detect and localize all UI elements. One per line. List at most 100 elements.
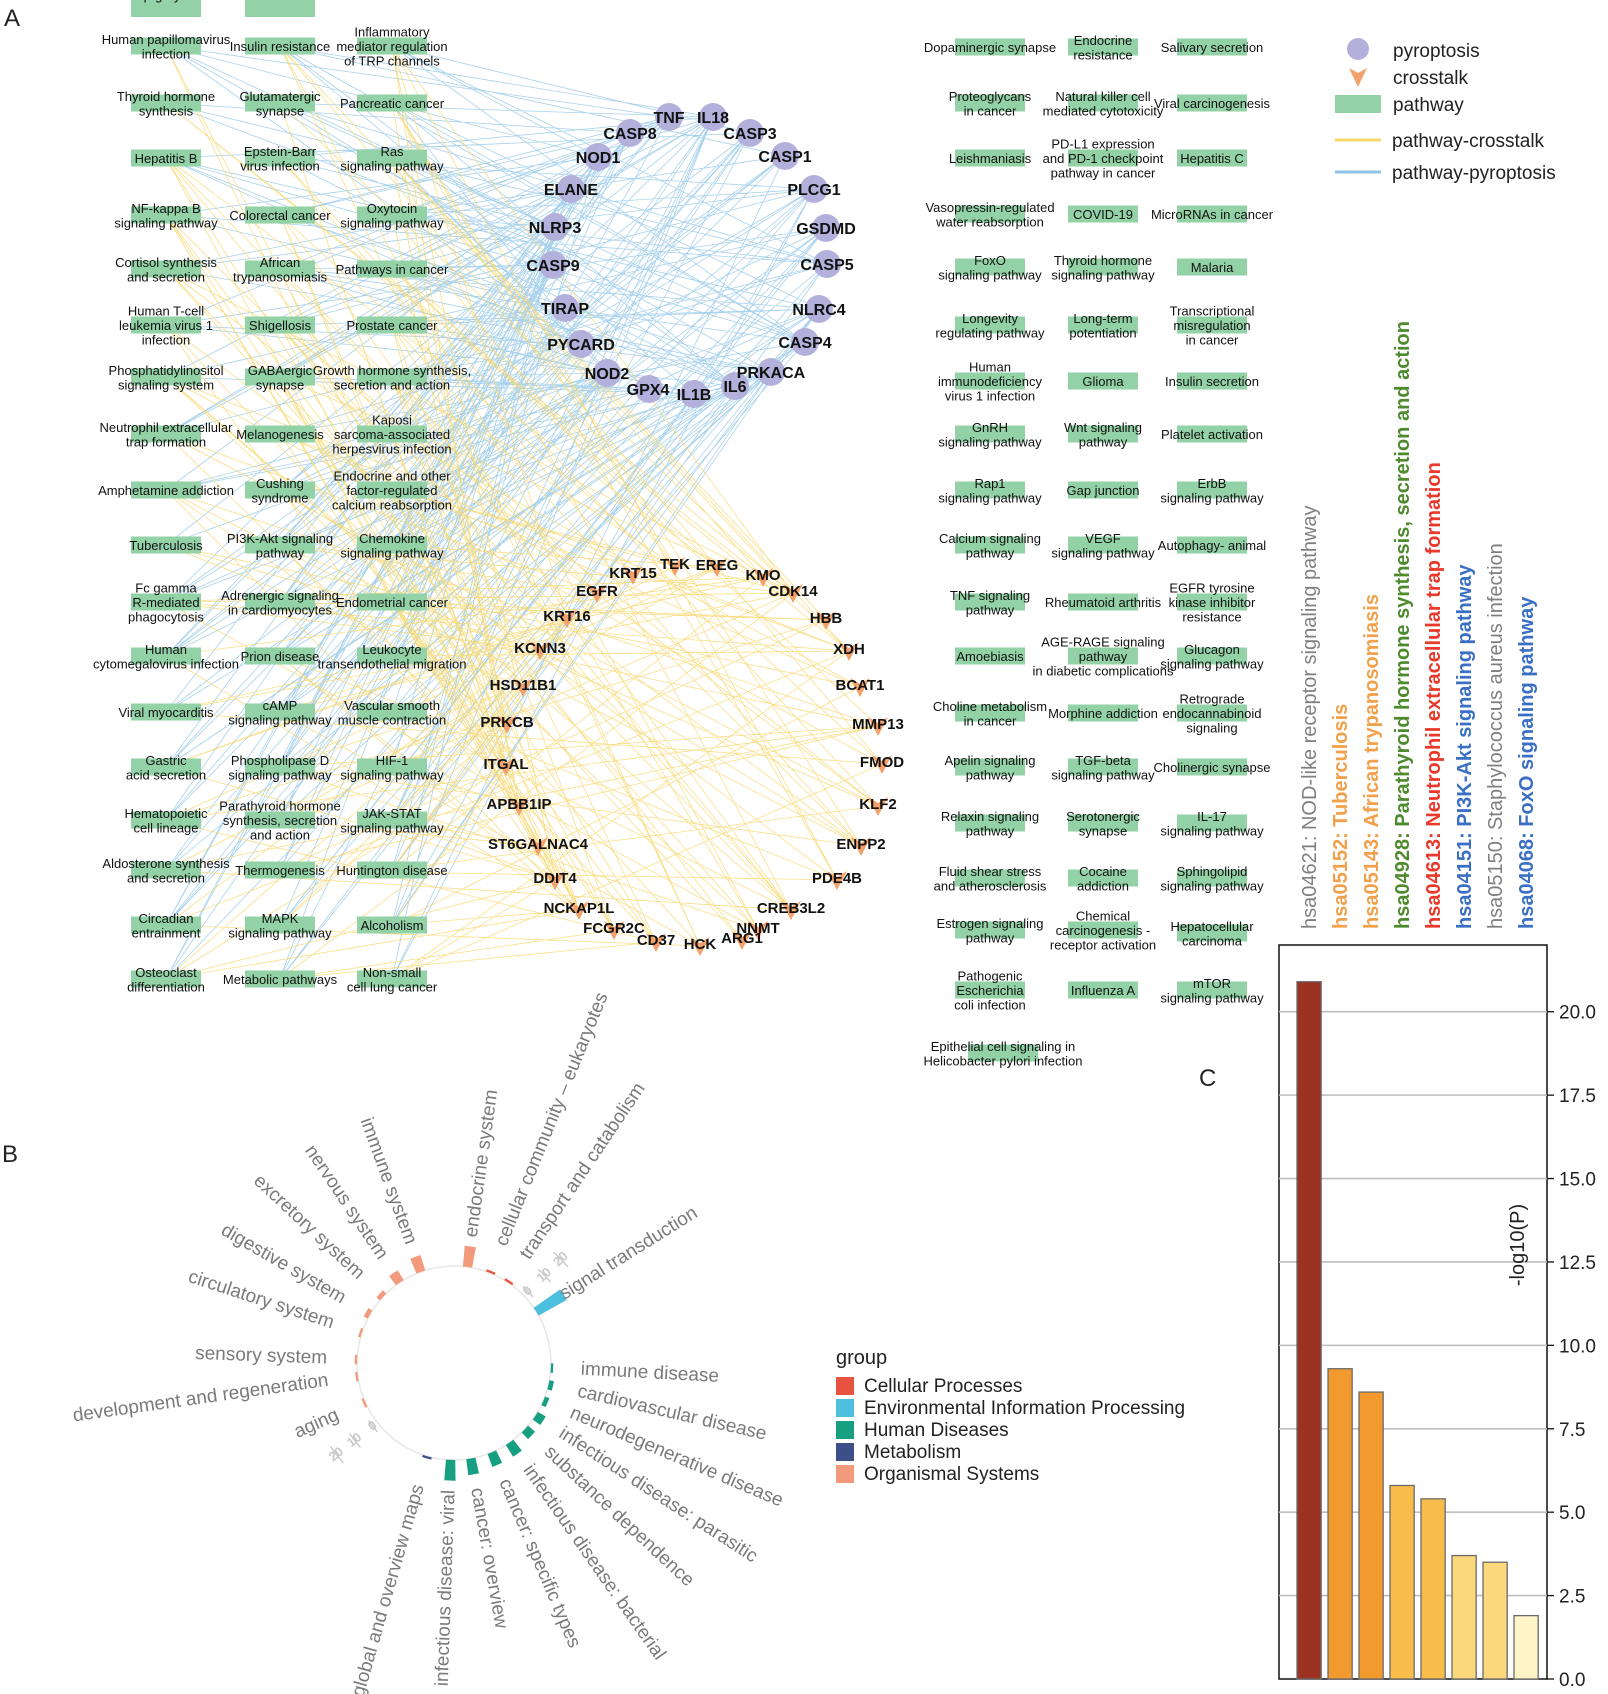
pathway-node-colorectal-cancer: Colorectal cancer [229,206,331,224]
pathway-node-huntington-disease: Huntington disease [336,861,448,879]
pathway-label-line: Sphingolipid [1177,864,1248,879]
pathway-label-line: in cancer [964,103,1017,118]
pathway-node-gap-junction: Gap junction [1067,481,1140,499]
pathway-label-line: syndrome [251,490,308,505]
pathway-label-line: Chemical [1076,909,1130,924]
pathway-box [1068,869,1138,887]
pathway-label-line: Human [145,642,187,657]
crosstalk-node-fcgr2c [604,921,624,940]
pathway-label-line: and secretion [127,870,205,885]
group-legend-swatch-environmental-information-processing [836,1399,854,1417]
pathway-label-line: signaling system [118,377,214,392]
pyroptosis-gene-label: CASP9 [526,258,579,275]
pathway-label-line: GABAergic [248,363,313,378]
pathway-box [131,758,201,776]
pathway-label-line: mTOR [1193,976,1231,991]
pathway-label-line: signaling pathway [1051,767,1155,782]
pathway-label-line: synthesis, secretion [223,813,337,828]
pathway-box [245,260,315,278]
network-legend: pyroptosis crosstalk pathway pathway-cro… [1335,38,1556,184]
pathway-box [131,316,201,334]
pathway-label-line: pathway [966,602,1015,617]
pathway-label-line: Leukocyte [362,642,421,657]
pathway-label-line: PD-L1 expression [1051,137,1154,152]
pathway-label-line: Salmonella infection [222,0,338,3]
pathway-label-line: trap formation [126,434,206,449]
pyroptosis-gene-label: NLRP3 [529,220,582,237]
pathway-box [357,758,427,776]
pathway-label-line: carcinogenesis - [1056,923,1151,938]
pathway-label-line: Escherichia [956,983,1024,998]
pathway-label-line: neurodegeneration - [107,0,224,3]
pathway-box [1177,869,1247,887]
crosstalk-node-pde4b [827,871,847,890]
pathway-label-line: endocannabinoid [1162,706,1261,721]
pathway-box [245,37,315,55]
pathway-label: Hepatitis B [135,151,198,166]
scale-arc [329,1445,344,1464]
crosstalk-node-kmo [753,568,773,587]
bar-hsa04613 [1420,1498,1446,1680]
pathway-label-line: signaling pathway [1160,656,1264,671]
pathway-node-salivary-secretion: Salivary secretion [1161,38,1263,56]
crosstalk-gene-label: FMOD [860,754,904,771]
pathway-node-autophagy-animal: Autophagy- animal [1158,536,1266,554]
pathway-label: Endometrial cancer [336,595,449,610]
pathway-node-shigellosis: Shigellosis [245,316,315,334]
pathway-label-line: FoxO [974,253,1006,268]
pathway-box [245,94,315,112]
pathway-label-line: Non-small [363,965,422,980]
crosstalk-node-itgal [496,757,516,776]
pathway-label-line: Human T-cell [128,304,204,319]
crosstalk-gene-label: PDE4B [812,870,862,887]
pathway-box [131,206,201,224]
pathway-box [955,425,1025,443]
pathway-label-line: Hematopoietic [124,806,208,821]
pathway-box [245,811,315,829]
group-legend-label: Human Diseases [864,1420,1009,1441]
pathway-label-line: Vascular smooth [344,698,440,713]
pathway-label-line: Cushing [256,476,304,491]
pathway-label-line: secretion and action [334,377,450,392]
pathway-label-line: Transcriptional [1170,304,1255,319]
circular-bar-cardiovascular-disease [547,1380,554,1391]
pathway-node-cholinergic-synapse: Cholinergic synapse [1153,758,1271,776]
pathway-node-viral-myocarditis: Viral myocarditis [118,703,214,721]
pathway-node-viral-carcinogenesis: Viral carcinogenesis [1154,94,1271,112]
pathway-label-line: Glucagon [1184,642,1240,657]
pathway-box [357,37,427,55]
pyroptosis-gene-label: CASP5 [800,257,853,274]
pathway-box [245,758,315,776]
circular-bar-neurodegenerative-disease [541,1396,550,1408]
group-legend-swatch-cellular-processes [836,1377,854,1395]
pathway-box [1068,814,1138,832]
pyroptosis-node-gsdmd [812,214,840,242]
pathway-label: Melanogenesis [236,427,324,442]
pathway-box [955,94,1025,112]
scale-arc [537,1268,552,1283]
pathway-label-line: signaling pathway [228,767,332,782]
pathway-label-line: MAPK [262,911,299,926]
pathway-box [1177,205,1247,223]
pathway-box [245,970,315,988]
pathway-label-line: signaling pathway [1160,990,1264,1005]
pathway-label-line: Long-term [1073,311,1132,326]
